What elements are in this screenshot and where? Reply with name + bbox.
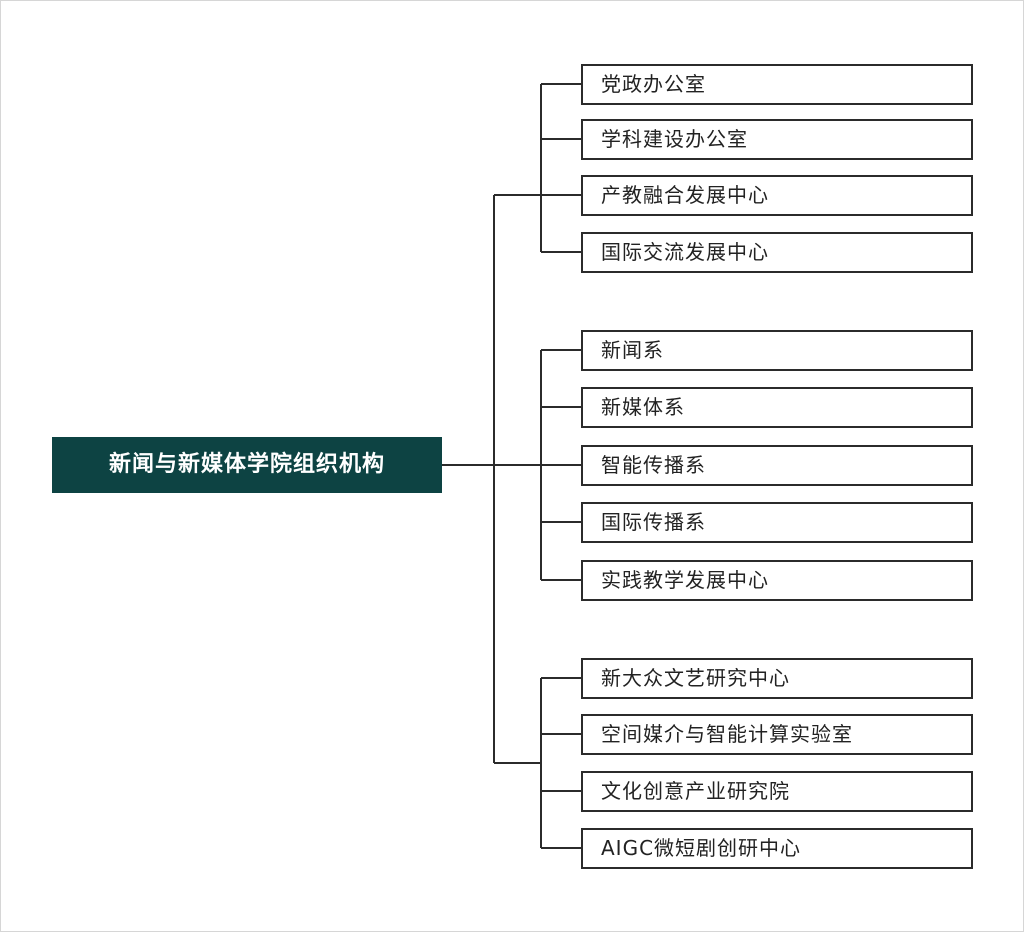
node-cultural-creative-institute: 文化创意产业研究院 (581, 771, 973, 812)
node-international-comm-dept: 国际传播系 (581, 502, 973, 543)
node-discipline-office: 学科建设办公室 (581, 119, 973, 160)
node-practice-teaching-center: 实践教学发展中心 (581, 560, 973, 601)
node-intelligent-comm-dept: 智能传播系 (581, 445, 973, 486)
node-industry-education-center: 产教融合发展中心 (581, 175, 973, 216)
node-party-office: 党政办公室 (581, 64, 973, 105)
root-node: 新闻与新媒体学院组织机构 (52, 437, 442, 493)
node-new-popular-arts-center: 新大众文艺研究中心 (581, 658, 973, 699)
node-spatial-media-lab: 空间媒介与智能计算实验室 (581, 714, 973, 755)
node-new-media-dept: 新媒体系 (581, 387, 973, 428)
node-international-exchange-center: 国际交流发展中心 (581, 232, 973, 273)
node-aigc-drama-center: AIGC微短剧创研中心 (581, 828, 973, 869)
node-journalism-dept: 新闻系 (581, 330, 973, 371)
